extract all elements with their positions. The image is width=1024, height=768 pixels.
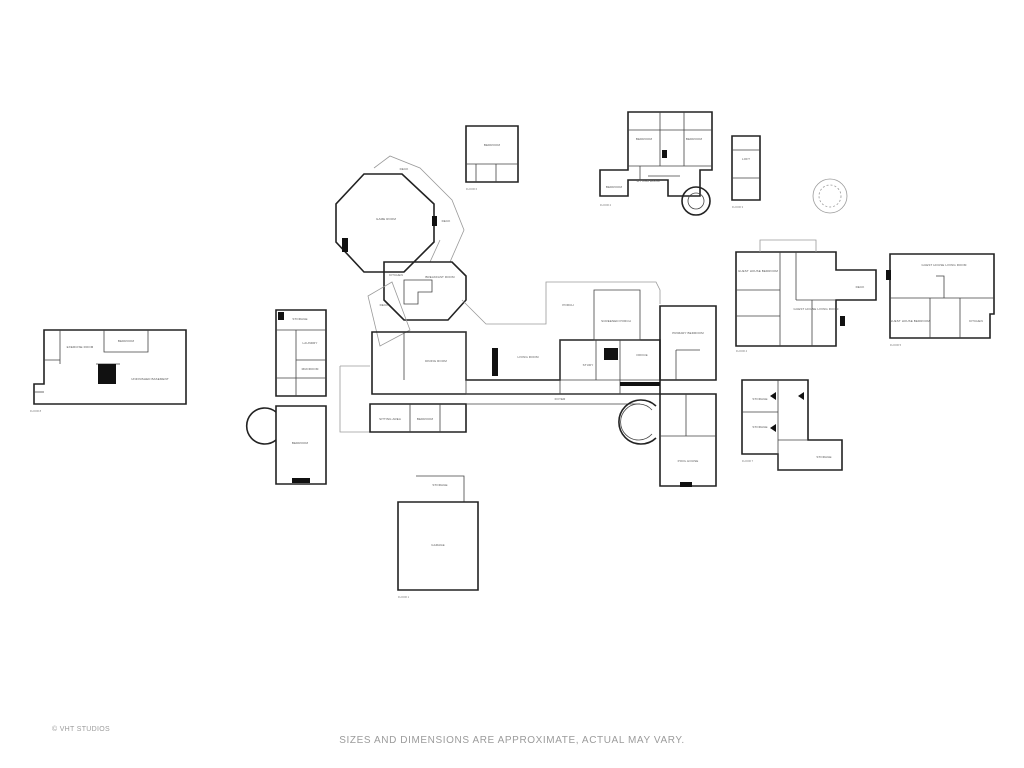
room-label-unfinished-basement: UNFINISHED BASEMENT [131,377,169,381]
room-label-bedroom-upper: BEDROOM [484,143,501,147]
room-label-storage-b: STORAGE [752,425,767,429]
room-label-game-room: GAME ROOM [376,217,396,221]
guest-house-main: GUEST HOUSE BEDROOM GUEST HOUSE LIVING R… [735,239,877,353]
room-label-deck-mid: DECK [380,303,389,307]
room-label-garage-storage: STORAGE [432,483,447,487]
copyright-text: © VHT STUDIOS [52,726,110,733]
storage-building: STORAGE STORAGE STORAGE FLOOR 7 [741,379,843,471]
upper-bedroom-floor: BEDROOM FLOOR 6 [465,125,519,191]
room-label-screened-porch: SCREENED PORCH [601,319,631,323]
loft-floor: LOFT FLOOR 3 [731,135,761,209]
room-label-mudroom: MUDROOM [302,367,319,371]
room-label-guest-upper-bedroom: GUEST HOUSE BEDROOM [890,319,930,323]
room-label-deck-top: DECK [400,167,409,171]
room-label-sitting-area: SITTING AREA [379,417,401,421]
room-label-loft: LOFT [742,157,750,161]
main-floor: GAME ROOM DECK DECK KITCHEN BREAKFAST RO… [245,155,717,599]
room-label-kitchen: KITCHEN [389,273,403,277]
room-label-bedroom-2: BEDROOM [636,137,653,141]
room-label-guest-bedroom: GUEST HOUSE BEDROOM [738,269,778,273]
room-label-bedroom-basement: BEDROOM [118,339,135,343]
room-label-breakfast-room: BREAKFAST ROOM [425,275,455,279]
second-floor: BEDROOM BEDROOM SITTING ROOM BEDROOM FLO… [599,111,713,216]
room-label-storage: STORAGE [292,317,307,321]
floor-label-main: FLOOR 1 [398,595,410,599]
floor-label-upper: FLOOR 6 [466,187,478,191]
room-label-garage: GARAGE [431,543,444,547]
room-label-deck-right: DECK [442,219,451,223]
room-label-guest-kitchen: KITCHEN [969,319,983,323]
room-label-guest-upper: GUEST HOUSE LIVING ROOM [922,263,967,267]
guest-house-upper: GUEST HOUSE LIVING ROOM GUEST HOUSE BEDR… [886,253,995,347]
room-label-bedroom-3: BEDROOM [686,137,703,141]
room-label-pool-house: POOL HOUSE [678,459,699,463]
room-label-sitting-room: SITTING ROOM [636,179,660,183]
room-label-bedroom-main: BEDROOM [417,417,434,421]
room-label-bedroom-left: BEDROOM [292,441,309,445]
room-label-study: STUDY [583,363,594,367]
floor-label-loft: FLOOR 3 [732,205,744,209]
room-label-office: OFFICE [636,353,648,357]
floor-label-guest-2: FLOOR 5 [890,343,902,347]
floor-label-guest-1: FLOOR 4 [736,349,748,353]
floor-label-storage: FLOOR 7 [742,459,754,463]
room-label-storage-a: STORAGE [752,397,767,401]
room-label-laundry: LAUNDRY [303,341,318,345]
room-label-storage-c: STORAGE [816,455,831,459]
disclaimer-text: SIZES AND DIMENSIONS ARE APPROXIMATE, AC… [339,735,685,746]
room-label-guest-living: GUEST HOUSE LIVING ROOM [794,307,839,311]
floor-label-basement: FLOOR 8 [30,409,42,413]
room-label-porch: PORCH [562,303,573,307]
room-label-bedroom-4: BEDROOM [606,185,623,189]
room-label-primary-bedroom: PRIMARY BEDROOM [672,331,704,335]
basement-floor: EXERCISE ROOM BEDROOM UNFINISHED BASEMEN… [30,329,187,413]
room-label-foyer: FOYER [555,397,567,401]
room-label-guest-deck: DECK [856,285,865,289]
stair-tower [812,178,848,214]
floor-label-second: FLOOR 2 [600,203,612,207]
room-label-living-room: LIVING ROOM [517,355,539,359]
room-label-exercise-room: EXERCISE ROOM [67,345,94,349]
room-label-dining-room: DINING ROOM [425,359,447,363]
